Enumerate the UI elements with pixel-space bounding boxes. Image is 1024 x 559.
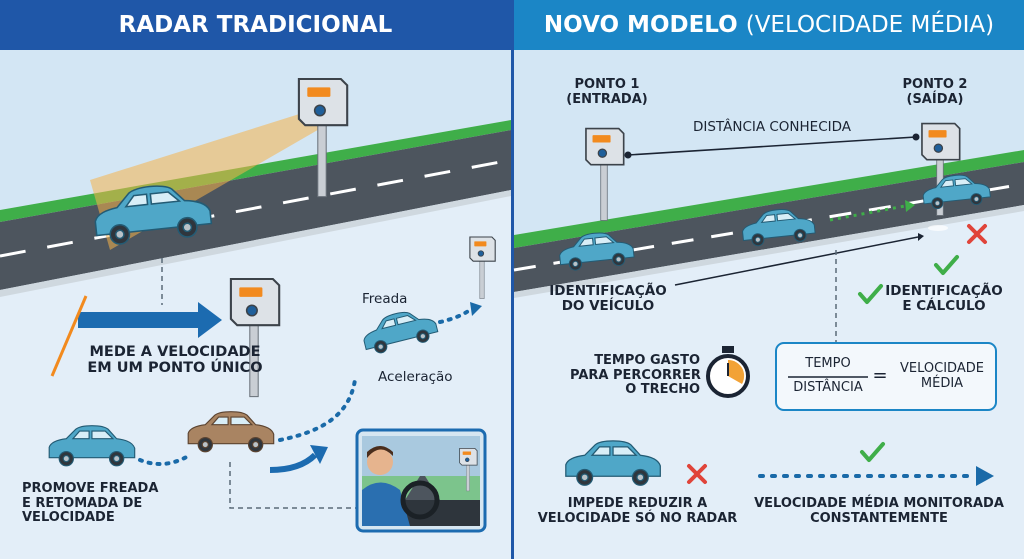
formula-equals: = — [872, 365, 888, 386]
no-reduce-label: IMPEDE REDUZIR A VELOCIDADE SÓ NO RADAR — [537, 496, 738, 526]
identification-pointer-head — [918, 233, 924, 241]
measure-arrow — [78, 302, 222, 338]
right-title-rest: (VELOCIDADE MÉDIA) — [745, 12, 995, 38]
dotted-path — [438, 308, 472, 324]
monitor-arrowhead — [976, 466, 994, 486]
formula-numerator: TEMPO — [805, 356, 851, 371]
driver-body — [362, 482, 410, 526]
brake-label: Freada — [362, 291, 408, 307]
left-road — [0, 130, 511, 290]
time-label: TEMPO GASTO PARA PERCORRER O TRECHO — [570, 353, 701, 398]
formula-result: VELOCIDADE MÉDIA — [900, 361, 984, 391]
effect-text: PROMOVE FREADA E RETOMADA DE VELOCIDADE — [22, 481, 159, 526]
right-road-edge — [514, 205, 1024, 298]
distance-end — [912, 133, 920, 141]
return-arrowhead — [310, 445, 328, 464]
left-road-edge — [0, 190, 511, 297]
panel-divider — [511, 0, 514, 559]
dotted-path — [278, 378, 357, 442]
stopwatch-icon — [706, 346, 750, 398]
identification-pointer — [674, 236, 919, 286]
formula-box — [775, 342, 997, 411]
right-title: NOVO MODELO (VELOCIDADE MÉDIA) — [514, 0, 1024, 50]
return-arrow — [269, 452, 318, 473]
distance-label: DISTÂNCIA CONHECIDA — [692, 119, 852, 135]
distance-start — [624, 151, 632, 159]
identification-label: IDENTIFICAÇÃO DO VEÍCULO — [549, 283, 667, 315]
path-arrowhead — [470, 302, 482, 316]
left-title: RADAR TRADICIONAL — [118, 12, 393, 38]
steering-wheel — [400, 480, 440, 520]
left-header — [0, 0, 511, 50]
dashed-connector — [229, 462, 356, 509]
monitored-label: VELOCIDADE MÉDIA MONITORADA CONSTANTEMEN… — [754, 496, 1004, 526]
measure-text: MEDE A VELOCIDADE EM UM PONTO ÚNICO — [87, 344, 263, 377]
identification-calc-label: IDENTIFICAÇÃO E CÁLCULO — [885, 283, 1003, 315]
dotted-path — [138, 453, 192, 466]
right-sky — [514, 50, 1024, 235]
point2-label: PONTO 2 (SAÍDA) — [902, 77, 968, 107]
right-header — [514, 0, 1024, 50]
driver-hair — [367, 446, 393, 458]
distance-line — [627, 136, 917, 156]
windshield-road — [405, 476, 440, 500]
formula-denominator: DISTÂNCIA — [793, 380, 863, 395]
sensor-spot — [928, 225, 948, 231]
measure-accent-icon — [50, 295, 88, 377]
right-grass — [514, 150, 1024, 248]
point1-label: PONTO 1 (ENTRADA) — [566, 77, 648, 107]
left-lane-marking — [0, 158, 512, 258]
green-trail-head — [905, 200, 915, 212]
accel-label: Aceleração — [378, 369, 453, 385]
driver-icon — [367, 449, 393, 475]
right-title-bold: NOVO MODELO — [543, 12, 738, 38]
